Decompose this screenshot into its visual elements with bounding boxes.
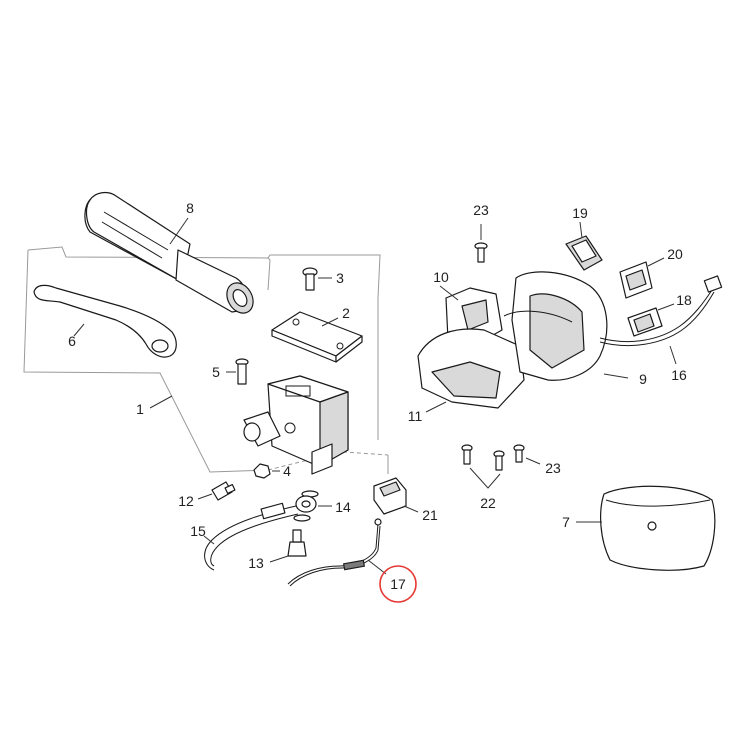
part-9-rear-handlebar-cover: [503, 271, 629, 381]
callout-22: 22: [480, 495, 496, 511]
callout-2: 2: [342, 305, 350, 321]
callout-7: 7: [562, 514, 570, 530]
part-5-screw: [226, 358, 249, 385]
callout-23-top: 23: [473, 202, 489, 218]
part-18-switch: [627, 303, 675, 337]
callout-12: 12: [178, 493, 194, 509]
callout-8: 8: [186, 200, 194, 216]
callout-19: 19: [572, 205, 588, 221]
part-23-screw-bottom: [513, 444, 541, 465]
part-14-banjo-fitting: [293, 490, 332, 522]
callout-16: 16: [671, 367, 687, 383]
callout-11: 11: [408, 408, 423, 424]
part-17-stop-switch-cable: [287, 518, 387, 587]
callout-14: 14: [335, 499, 351, 515]
callout-9: 9: [639, 371, 647, 387]
part-16-wiring-harness: [599, 275, 723, 365]
callout-4: 4: [283, 463, 291, 479]
callout-5: 5: [212, 364, 220, 380]
callout-1: 1: [136, 401, 144, 417]
callout-20: 20: [667, 246, 683, 262]
part-2-reservoir-cover: [271, 311, 363, 363]
part-20-switch: [619, 257, 665, 299]
part-19-switch: [565, 221, 603, 271]
part-8-handlebar-grip: [84, 191, 254, 314]
part-21-switch-bracket: [373, 477, 419, 515]
callout-6: 6: [68, 333, 76, 349]
part-22-screws: [461, 444, 505, 489]
part-3-screw: [302, 267, 332, 291]
part-6-brake-lever: [33, 284, 177, 358]
part-7-cover-bag: [576, 485, 716, 571]
part-11-lower-handlebar-cover: [417, 328, 525, 413]
part-23-screw-top: [474, 224, 488, 263]
callout-15: 15: [190, 523, 206, 539]
callout-18: 18: [676, 292, 692, 308]
callout-10: 10: [433, 269, 449, 285]
callout-13: 13: [248, 555, 264, 571]
callout-17: 17: [390, 576, 406, 592]
part-4-nut: [253, 463, 280, 479]
part-13-banjo-bolt: [269, 529, 307, 563]
callout-23-bottom: 23: [545, 460, 561, 476]
part-12-bleeder-valve: [197, 481, 236, 501]
part-15-brake-hose: [203, 502, 299, 571]
highlight-ring: [379, 565, 417, 603]
part-1-master-cylinder: [149, 375, 349, 475]
callout-3: 3: [336, 270, 344, 286]
callout-21: 21: [422, 507, 438, 523]
